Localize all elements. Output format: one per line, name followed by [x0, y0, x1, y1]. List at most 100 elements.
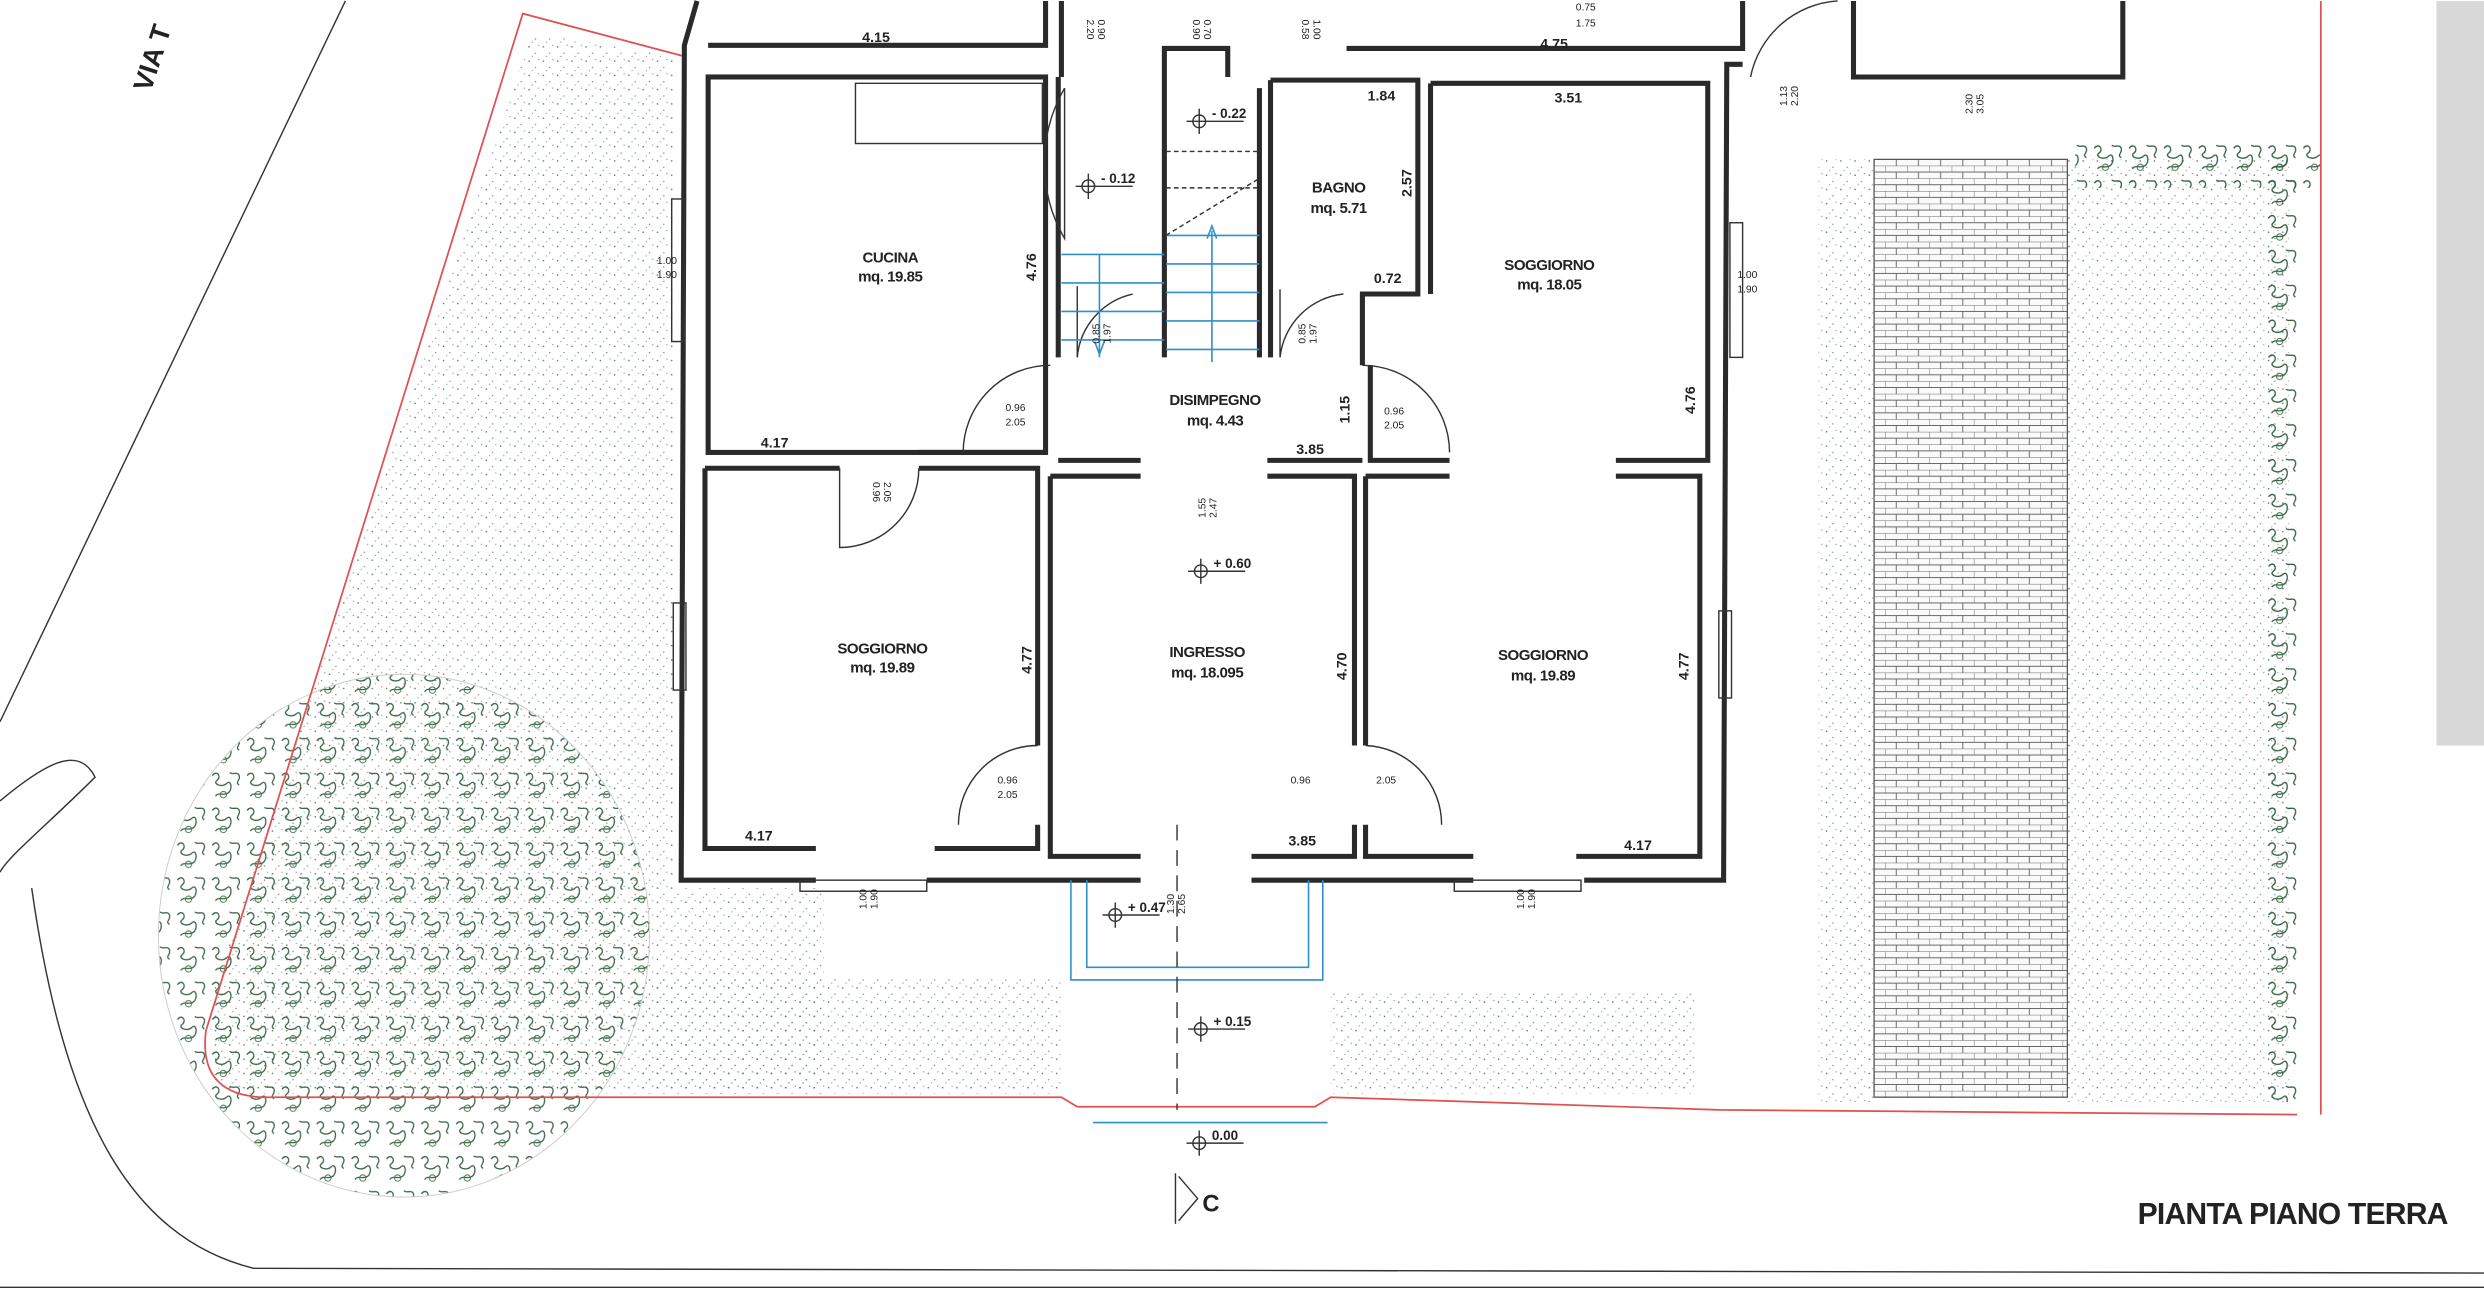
room-name: DISIMPEGNO — [1169, 392, 1261, 409]
room-name: SOGGIORNO — [1498, 647, 1589, 664]
dimension: 3.85 — [1296, 442, 1324, 458]
dimension: 3.85 — [1288, 833, 1316, 849]
dimension: 4.77 — [1019, 646, 1035, 674]
opening-height: 2.65 — [1177, 894, 1188, 914]
opening-width: 0.85 — [1091, 323, 1102, 343]
opening-height: 1.90 — [1737, 284, 1757, 295]
entrance-steps — [1070, 824, 1328, 1124]
opening-width: 1.00 — [1737, 270, 1757, 281]
room-area: mq. 19.85 — [858, 268, 922, 285]
opening-width: 0.75 — [1576, 2, 1596, 13]
level-markers: - 0.22 - 0.12 + 0.60 + 0.47 + 0.15 0.00 — [1075, 106, 1252, 1156]
room-name: CUCINA — [863, 249, 919, 266]
dimension: 3.51 — [1554, 90, 1582, 106]
opening-width: 0.96 — [1005, 403, 1025, 414]
dimension: 4.17 — [1624, 838, 1652, 854]
opening-height: 2.47 — [1209, 498, 1220, 518]
opening-width: 1.00 — [859, 889, 870, 909]
level-marker: + 0.47 — [1102, 900, 1166, 928]
opening-height: 2.05 — [998, 790, 1018, 801]
opening-width: 0.96 — [870, 482, 881, 502]
opening-height: 1.75 — [1576, 18, 1596, 29]
section-mark: C — [1174, 1173, 1220, 1224]
room-area: mq. 4.43 — [1187, 413, 1243, 430]
opening-width: 0.96 — [998, 776, 1018, 787]
drawing-title: PIANTA PIANO TERRA — [2138, 1198, 2448, 1231]
level-value: + 0.47 — [1128, 900, 1166, 915]
dimension: 4.75 — [1540, 36, 1568, 52]
dimension-labels: 4.15 4.75 1.84 3.51 2.57 0.72 4.76 4.76 … — [745, 30, 1699, 854]
opening-width: 0.96 — [1291, 776, 1311, 787]
room-area: mq. 19.89 — [850, 660, 914, 677]
building-walls — [678, 0, 2126, 883]
dimension: 4.17 — [761, 436, 789, 452]
street-label: VIA T — [128, 20, 178, 94]
opening-width: 0.90 — [1095, 19, 1106, 39]
dimension: 0.72 — [1374, 271, 1402, 287]
room-area: mq. 18.05 — [1517, 276, 1581, 293]
opening-height: 1.90 — [870, 889, 881, 909]
room-name: INGRESSO — [1169, 644, 1245, 661]
dimension: 4.15 — [862, 30, 890, 46]
level-marker: 0.00 — [1186, 1128, 1244, 1156]
dimension: 4.17 — [745, 829, 773, 845]
room-area: mq. 18.095 — [1171, 664, 1243, 681]
level-marker: - 0.12 — [1075, 171, 1135, 199]
brick-paving — [1873, 158, 2068, 1098]
dimension: 1.84 — [1368, 89, 1396, 105]
dimension: 4.70 — [1335, 652, 1351, 680]
opening-width: 1.00 — [657, 256, 677, 267]
opening-width: 2.30 — [1964, 94, 1975, 114]
room-name: SOGGIORNO — [1504, 257, 1595, 274]
opening-height: 1.97 — [1308, 323, 1319, 343]
property-line — [204, 0, 2322, 1116]
doors — [838, 0, 1838, 825]
adjacent-building — [2436, 0, 2484, 746]
room-name: BAGNO — [1312, 180, 1366, 197]
level-marker: + 0.15 — [1188, 1014, 1252, 1042]
dimension: 4.77 — [1677, 652, 1693, 680]
section-label: C — [1202, 1190, 1219, 1217]
hedge — [2075, 143, 2321, 1102]
level-value: + 0.60 — [1213, 556, 1251, 571]
opening-width: 1.55 — [1198, 498, 1209, 518]
opening-height: 1.90 — [657, 270, 677, 281]
opening-labels: 0.902.20 0.700.90 1.000.58 0.751.75 1.13… — [657, 2, 1986, 913]
room-area: mq. 5.71 — [1310, 200, 1366, 217]
opening-width: 0.70 — [1201, 19, 1212, 39]
opening-height: 0.90 — [1190, 19, 1201, 39]
level-value: - 0.22 — [1212, 106, 1246, 121]
opening-width: 0.85 — [1297, 323, 1308, 343]
opening-height: 2.05 — [881, 482, 892, 502]
opening-height: 2.05 — [1384, 421, 1404, 432]
room-name: SOGGIORNO — [837, 641, 928, 658]
windows — [670, 198, 1744, 892]
opening-width: 0.96 — [1384, 406, 1404, 417]
opening-height: 2.05 — [1005, 418, 1025, 429]
dimension: 4.76 — [1683, 386, 1699, 414]
opening-height: 2.20 — [1790, 86, 1801, 106]
opening-width: 1.13 — [1779, 86, 1790, 106]
level-value: - 0.12 — [1101, 171, 1135, 186]
opening-height: 1.97 — [1103, 323, 1114, 343]
level-marker: - 0.22 — [1186, 106, 1246, 135]
dimension: 1.15 — [1338, 396, 1354, 424]
opening-height: 2.05 — [1376, 776, 1396, 787]
opening-width: 1.00 — [1516, 889, 1527, 909]
kitchen-counter — [854, 82, 1044, 145]
tree — [157, 673, 650, 1198]
dimension: 4.76 — [1024, 253, 1040, 281]
room-area: mq. 19.89 — [1511, 668, 1575, 685]
opening-width: 1.30 — [1166, 894, 1177, 914]
level-value: 0.00 — [1212, 1128, 1238, 1143]
opening-height: 1.90 — [1527, 889, 1538, 909]
opening-height: 2.20 — [1084, 19, 1095, 39]
opening-width: 1.00 — [1310, 19, 1321, 39]
dimension: 2.57 — [1400, 169, 1416, 197]
staircase — [1061, 150, 1260, 363]
level-value: + 0.15 — [1213, 1014, 1251, 1029]
opening-height: 0.58 — [1299, 19, 1310, 39]
room-labels: CUCINA mq. 19.85 BAGNO mq. 5.71 SOGGIORN… — [837, 180, 1595, 685]
